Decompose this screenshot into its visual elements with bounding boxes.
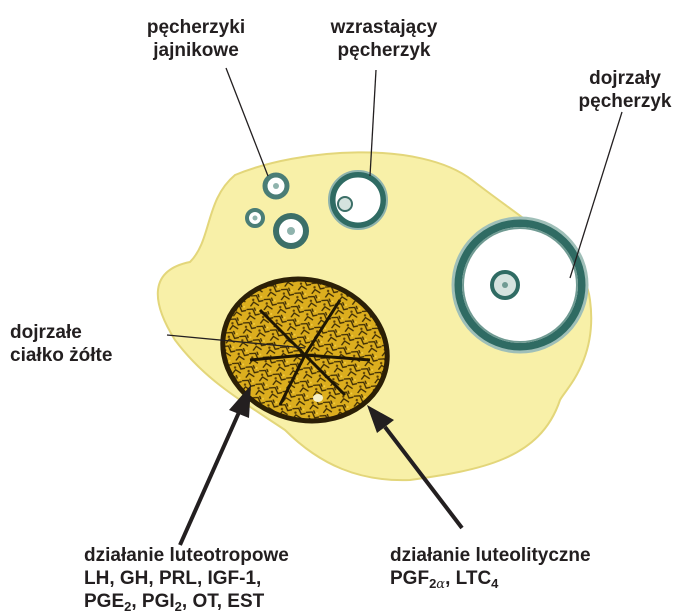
luteotropic-factors-line2: PGE2, PGI2, OT, EST	[84, 590, 289, 613]
follicles-label-line1: pęcherzyki	[126, 16, 266, 39]
mature-follicle-label-line1: dojrzały	[560, 67, 690, 90]
luteotropic-title: działanie luteotropowe	[84, 544, 289, 567]
luteolytic-label: działanie luteolityczne PGF2α, LTC4	[390, 544, 591, 590]
mature-follicle-label: dojrzały pęcherzyk	[560, 67, 690, 113]
corpus-luteum-label: dojrzałe ciałko żółte	[10, 321, 112, 367]
mature-follicle-label-line2: pęcherzyk	[560, 90, 690, 113]
corpus-luteum-label-line1: dojrzałe	[10, 321, 112, 344]
luteolytic-factors: PGF2α, LTC4	[390, 567, 591, 590]
mature-follicle-leader	[570, 112, 622, 278]
follicles-label-line2: jajnikowe	[126, 39, 266, 62]
follicles-leader	[226, 68, 268, 176]
growing-follicle-label-line2: pęcherzyk	[314, 39, 454, 62]
growing-follicle-label: wzrastający pęcherzyk	[314, 16, 454, 62]
luteotropic-factors-line1: LH, GH, PRL, IGF-1,	[84, 567, 289, 590]
luteotropic-label: działanie luteotropowe LH, GH, PRL, IGF-…	[84, 544, 289, 613]
growing-follicle-label-line1: wzrastający	[314, 16, 454, 39]
mature-follicle	[453, 218, 587, 352]
luteotropic-arrow	[180, 385, 251, 545]
corpus-luteum-label-line2: ciałko żółte	[10, 344, 112, 367]
follicles-label: pęcherzyki jajnikowe	[126, 16, 266, 62]
luteolytic-title: działanie luteolityczne	[390, 544, 591, 567]
growing-follicle	[329, 171, 387, 229]
